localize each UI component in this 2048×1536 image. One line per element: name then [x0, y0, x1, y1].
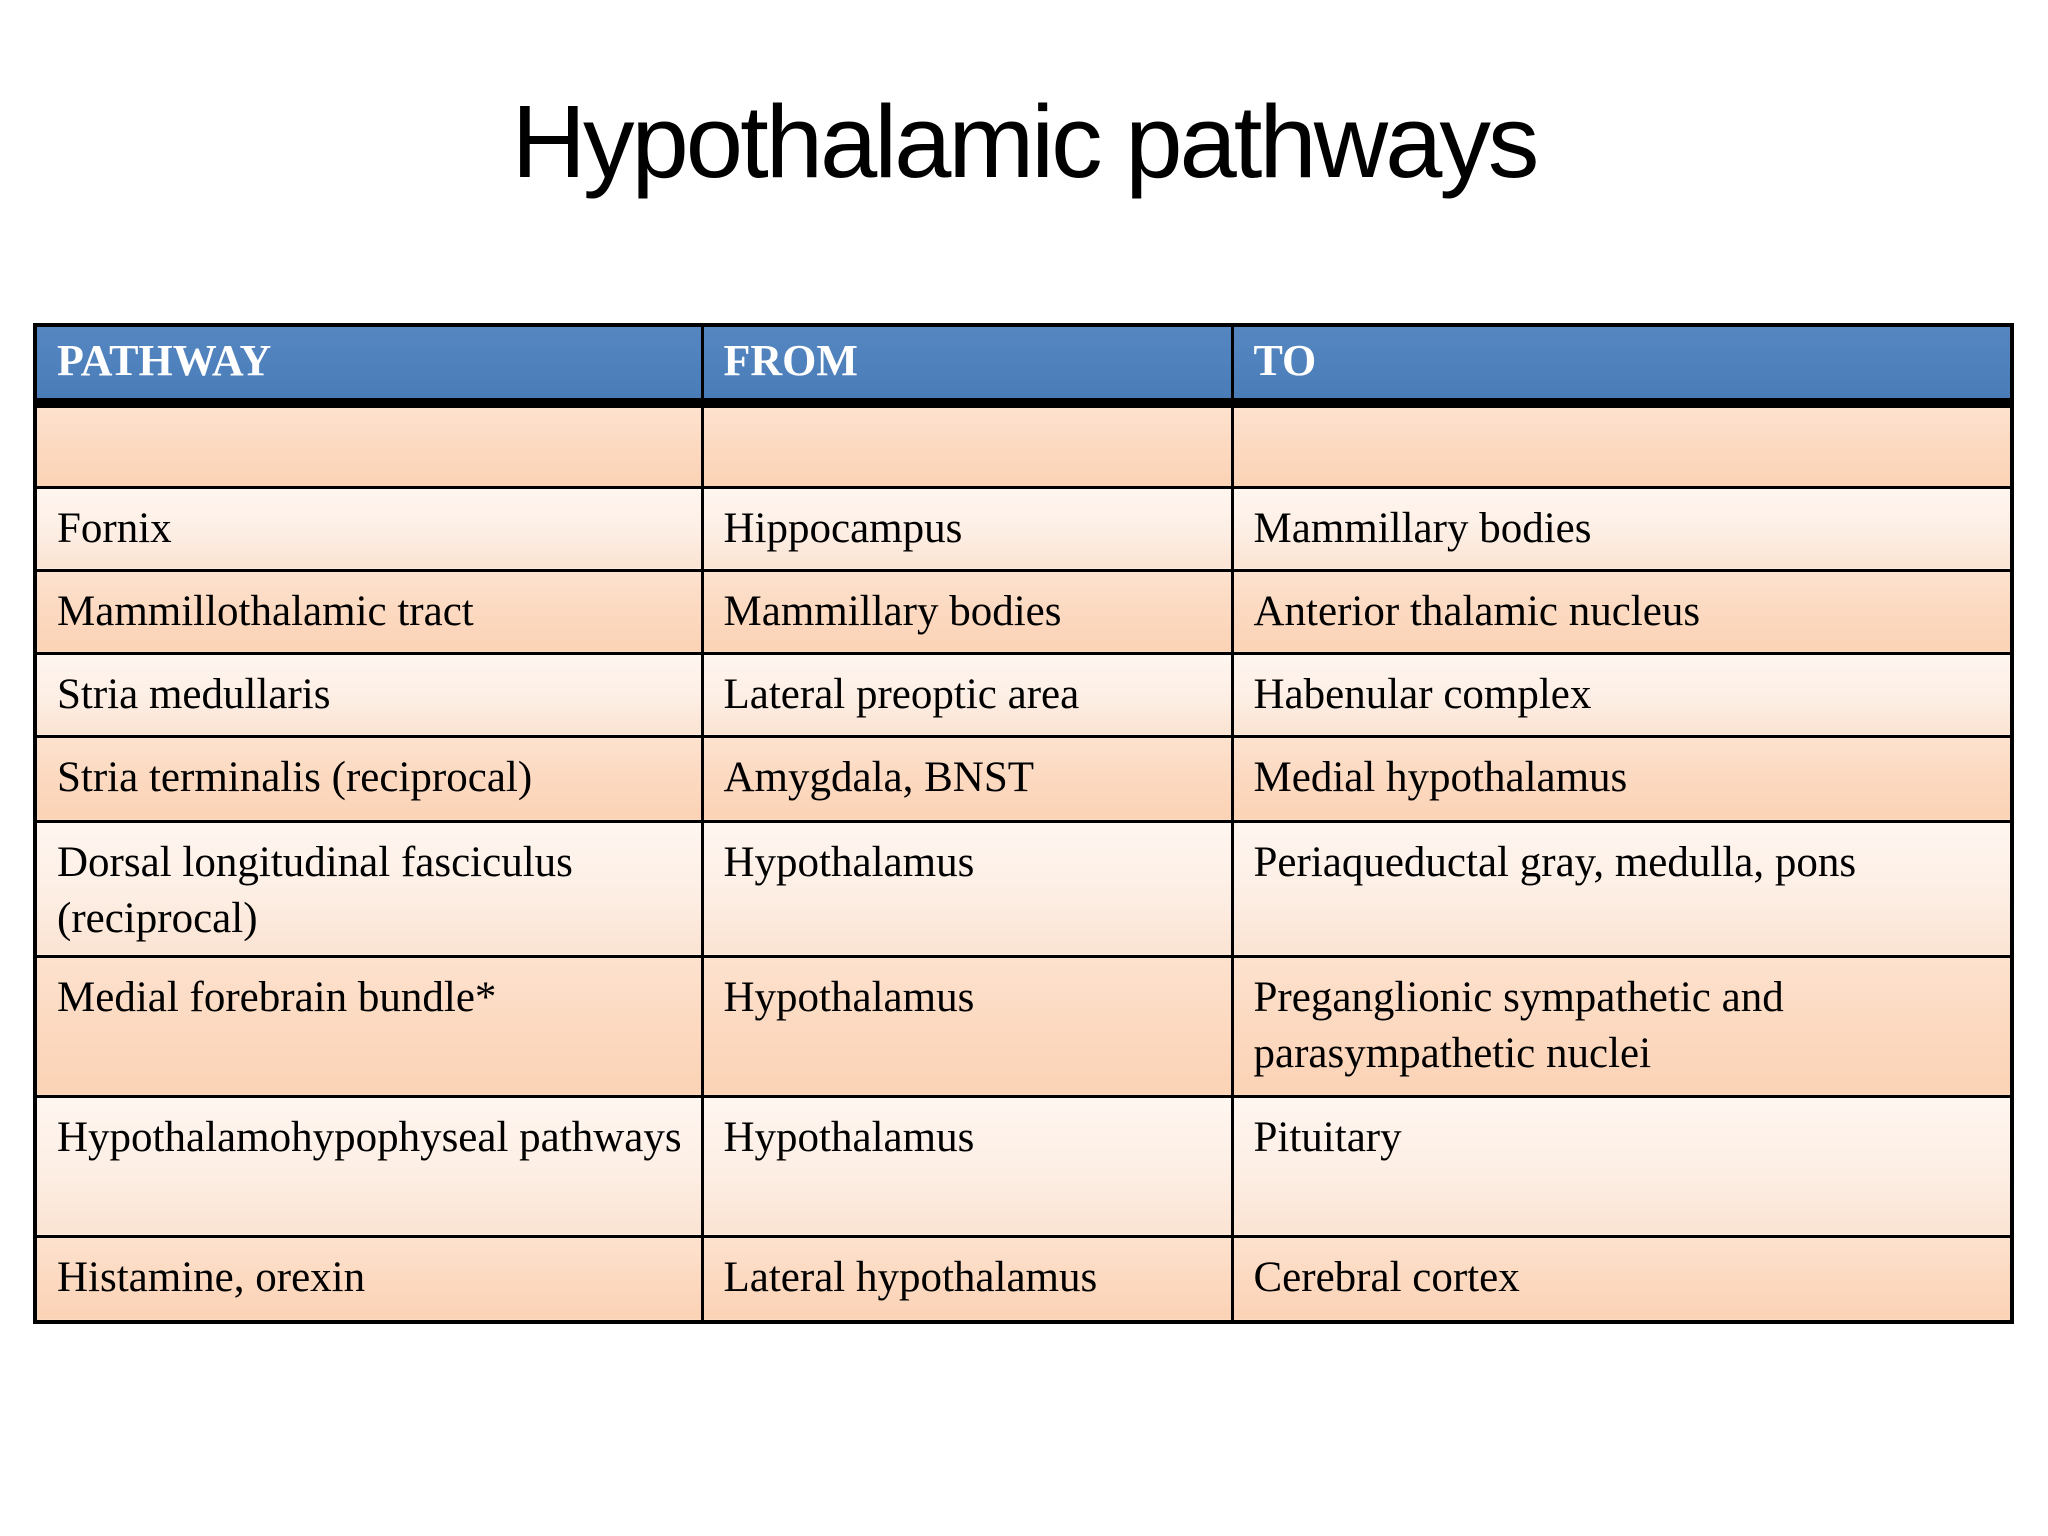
- header-cell-pathway: PATHWAY: [33, 323, 704, 408]
- cell-from: Lateral preoptic area: [700, 651, 1234, 738]
- header-cell-from: FROM: [700, 323, 1234, 408]
- cell-to: Preganglionic sympathetic and parasympat…: [1230, 954, 2014, 1098]
- table-row-empty: [33, 401, 2014, 489]
- table-row-hypothalamohypophyseal: Hypothalamohypophyseal pathways Hypothal…: [33, 1094, 2014, 1238]
- header-cell-to: TO: [1230, 323, 2014, 408]
- cell-to: Periaqueductal gray, medulla, pons: [1230, 819, 2014, 958]
- cell-pathway: Fornix: [33, 485, 704, 572]
- cell-from: Hippocampus: [700, 485, 1234, 572]
- table-row-medial-forebrain-bundle: Medial forebrain bundle* Hypothalamus Pr…: [33, 954, 2014, 1098]
- cell-from: Mammillary bodies: [700, 568, 1234, 655]
- cell-pathway: Histamine, orexin: [33, 1234, 704, 1324]
- table-header-row: PATHWAY FROM TO: [33, 323, 2014, 408]
- pathways-table: PATHWAY FROM TO Fornix Hippocampus Mammi…: [33, 323, 2014, 1324]
- table-row-histamine-orexin: Histamine, orexin Lateral hypothalamus C…: [33, 1234, 2014, 1324]
- cell-to: Habenular complex: [1230, 651, 2014, 738]
- cell-from: Lateral hypothalamus: [700, 1234, 1234, 1324]
- cell-from: Hypothalamus: [700, 1094, 1234, 1238]
- cell-pathway: Hypothalamohypophyseal pathways: [33, 1094, 704, 1238]
- cell-pathway: Stria terminalis (reciprocal): [33, 734, 704, 823]
- cell-pathway: Stria medullaris: [33, 651, 704, 738]
- table-row-mammillothalamic-tract: Mammillothalamic tract Mammillary bodies…: [33, 568, 2014, 655]
- cell-to: Cerebral cortex: [1230, 1234, 2014, 1324]
- table-row-dorsal-longitudinal-fasciculus: Dorsal longitudinal fasciculus (reciproc…: [33, 819, 2014, 958]
- cell-to: [1230, 401, 2014, 489]
- slide-title: Hypothalamic pathways: [511, 84, 1540, 199]
- cell-from: [700, 401, 1234, 489]
- table-row-fornix: Fornix Hippocampus Mammillary bodies: [33, 485, 2014, 572]
- cell-from: Amygdala, BNST: [700, 734, 1234, 823]
- cell-to: Medial hypothalamus: [1230, 734, 2014, 823]
- cell-from: Hypothalamus: [700, 954, 1234, 1098]
- table-row-stria-terminalis: Stria terminalis (reciprocal) Amygdala, …: [33, 734, 2014, 823]
- cell-from: Hypothalamus: [700, 819, 1234, 958]
- cell-pathway: Medial forebrain bundle*: [33, 954, 704, 1098]
- cell-to: Pituitary: [1230, 1094, 2014, 1238]
- table-row-stria-medullaris: Stria medullaris Lateral preoptic area H…: [33, 651, 2014, 738]
- cell-to: Anterior thalamic nucleus: [1230, 568, 2014, 655]
- cell-pathway: Mammillothalamic tract: [33, 568, 704, 655]
- cell-to: Mammillary bodies: [1230, 485, 2014, 572]
- cell-pathway: [33, 401, 704, 489]
- cell-pathway: Dorsal longitudinal fasciculus (reciproc…: [33, 819, 704, 958]
